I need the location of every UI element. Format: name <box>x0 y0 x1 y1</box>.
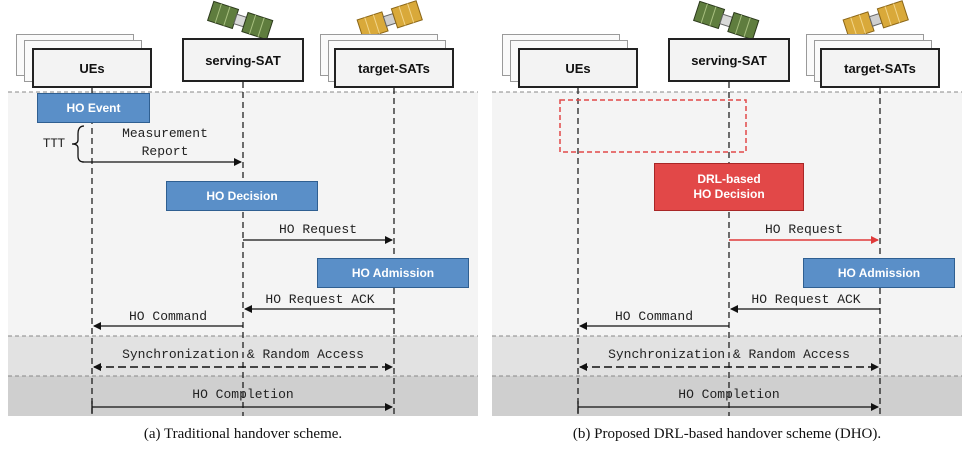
serving-sat-header: serving-SAT <box>668 38 790 82</box>
ues-header: UEs <box>518 48 638 88</box>
panel-b-diagram <box>492 0 962 416</box>
measurement-label-1: Measurement <box>122 126 208 141</box>
panel-a-diagram <box>8 0 478 416</box>
serving-satellite-icon <box>206 0 274 41</box>
ho-request-ack-label: HO Request ACK <box>265 292 375 307</box>
ttt-brace <box>71 125 85 163</box>
drl-line-1: DRL-based <box>697 172 761 186</box>
main-band <box>492 92 962 336</box>
serving-sat-header: serving-SAT <box>182 38 304 82</box>
drl-line-2: HO Decision <box>693 187 765 201</box>
caption-b: (b) Proposed DRL-based handover scheme (… <box>572 426 882 442</box>
ho-admission-box: HO Admission <box>317 258 469 288</box>
caption-a: (a) Traditional handover scheme. <box>143 426 343 442</box>
ho-event-box: HO Event <box>37 93 150 123</box>
target-sats-header: target-SATs <box>334 48 454 88</box>
sync-label: Synchronization & Random Access <box>122 347 364 362</box>
sync-label: Synchronization & Random Access <box>608 347 850 362</box>
ho-command-label: HO Command <box>128 309 207 324</box>
ho-request-ack-label: HO Request ACK <box>751 292 861 307</box>
target-satellite-icon <box>356 0 423 40</box>
completion-label: HO Completion <box>678 387 780 402</box>
target-satellite-icon <box>842 0 909 40</box>
panel-a-traditional: UEs serving-SAT target-SATs HO Event HO … <box>8 0 478 420</box>
completion-band <box>492 376 962 416</box>
completion-label: HO Completion <box>192 387 294 402</box>
ttt-label: TTT <box>43 136 65 150</box>
removed-steps-outline <box>559 99 747 153</box>
ho-admission-box: HO Admission <box>803 258 955 288</box>
measurement-label-2: Report <box>141 144 189 159</box>
target-sats-header: target-SATs <box>820 48 940 88</box>
ues-header: UEs <box>32 48 152 88</box>
ho-decision-box: HO Decision <box>166 181 318 211</box>
ho-request-label: HO Request <box>278 222 357 237</box>
serving-satellite-icon <box>692 0 760 41</box>
drl-ho-decision-box: DRL-based HO Decision <box>654 163 804 211</box>
panel-b-proposed: UEs serving-SAT target-SATs DRL-based HO… <box>492 0 962 420</box>
ho-command-label: HO Command <box>614 309 693 324</box>
ho-request-label: HO Request <box>764 222 843 237</box>
